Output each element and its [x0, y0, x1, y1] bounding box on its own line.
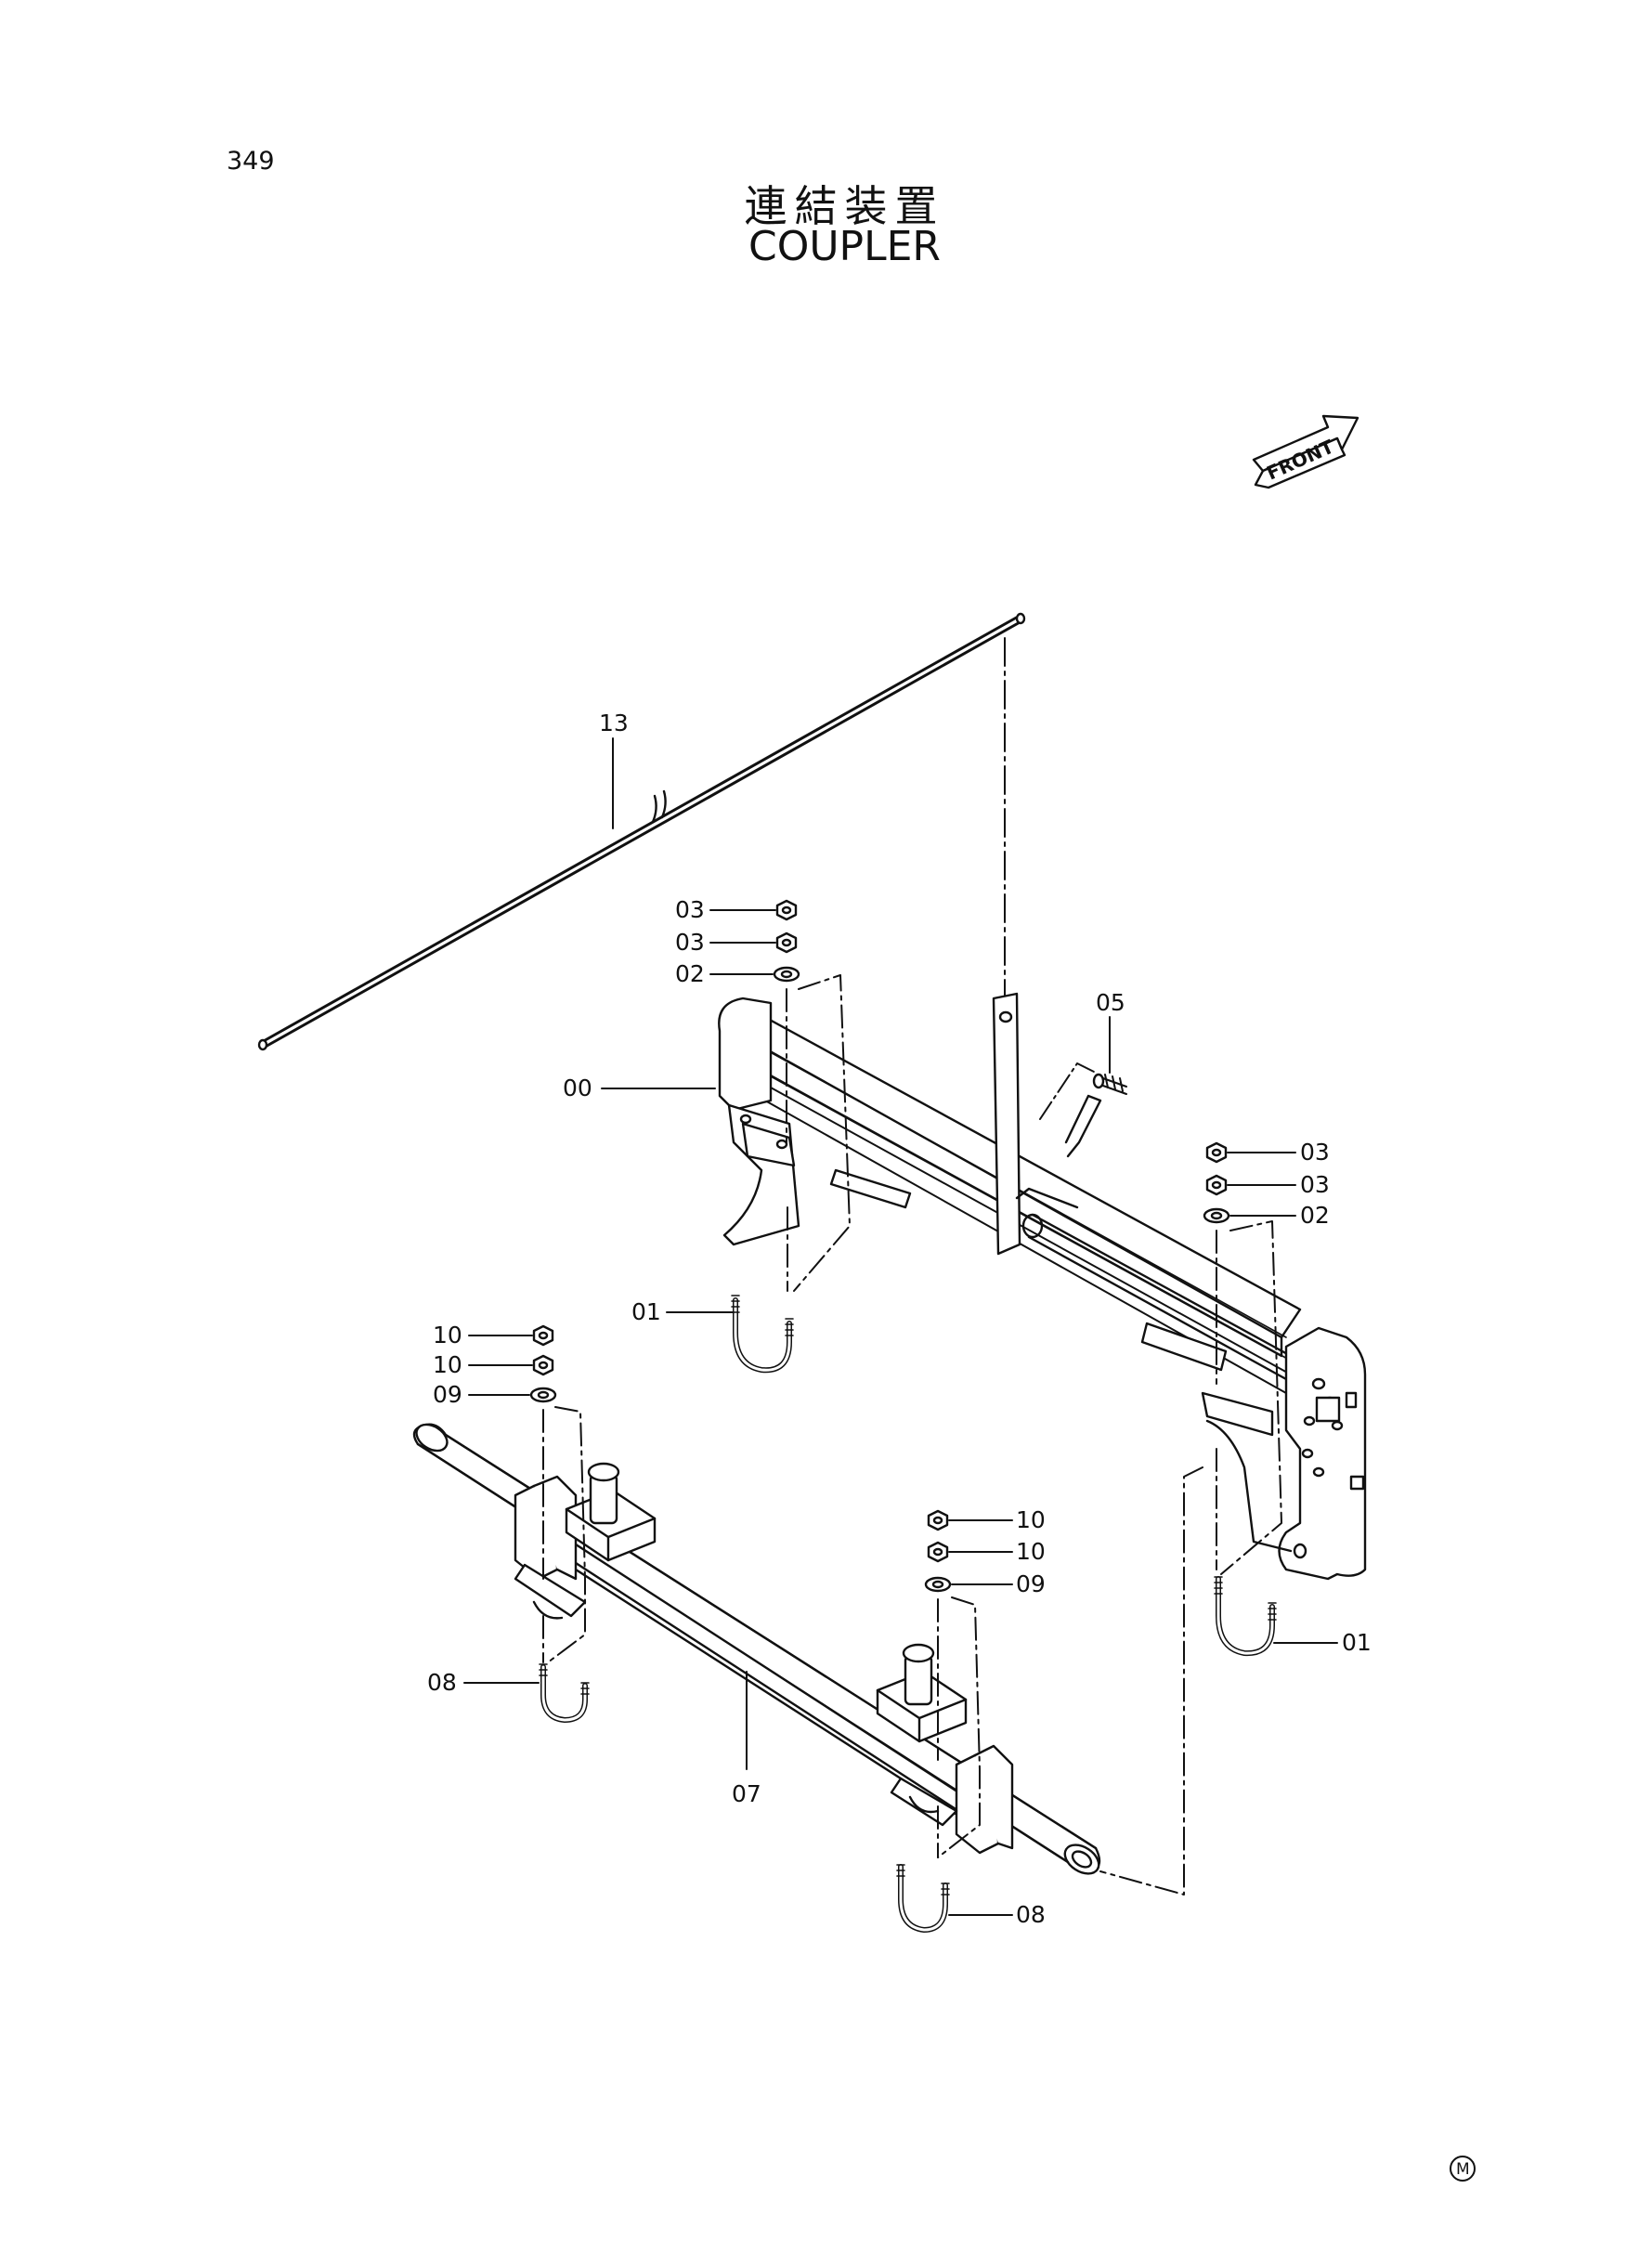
callout-03d: 03: [1300, 1171, 1330, 1198]
callout-09a: 09: [433, 1381, 462, 1408]
callout-08a: 08: [427, 1669, 457, 1696]
u-bolt-part-08-right: [896, 1864, 950, 1933]
lower-left-fasteners: [529, 1324, 557, 1403]
nut-icon: [532, 1324, 554, 1347]
callout-10d: 10: [1016, 1538, 1046, 1565]
callout-02b: 02: [1300, 1202, 1330, 1229]
page-number: 349: [227, 147, 275, 176]
maker-mark-icon: M: [1450, 2156, 1476, 2182]
screw-part-05: [1092, 1073, 1127, 1095]
callout-02a: 02: [675, 960, 705, 987]
upper-right-fasteners: [1203, 1141, 1230, 1224]
cross-tube-part-07: [412, 1423, 1101, 1875]
callout-03c: 03: [1300, 1139, 1330, 1166]
nut-icon: [775, 932, 798, 954]
callout-01b: 01: [1342, 1629, 1372, 1656]
u-bolt-part-01-upper: [731, 1295, 794, 1374]
callout-10b: 10: [433, 1351, 462, 1378]
callout-10c: 10: [1016, 1506, 1046, 1533]
callout-03a: 03: [675, 896, 705, 923]
callout-09b: 09: [1016, 1570, 1046, 1597]
callout-08b: 08: [1016, 1901, 1046, 1928]
callout-01a: 01: [631, 1298, 661, 1325]
rod-part-13: [257, 612, 1026, 1051]
callout-00: 00: [563, 1075, 592, 1101]
washer-icon: [529, 1387, 557, 1403]
lower-right-fasteners: [924, 1509, 952, 1593]
upper-left-fasteners: [773, 899, 800, 983]
callout-05: 05: [1096, 989, 1125, 1016]
u-bolt-part-08-left: [539, 1663, 590, 1723]
maker-mark: M: [1456, 2160, 1470, 2179]
nut-icon: [927, 1509, 949, 1531]
title-japanese: 連結装置: [744, 181, 945, 231]
callout-10a: 10: [433, 1322, 462, 1348]
nut-icon: [775, 899, 798, 921]
nut-icon: [1205, 1174, 1228, 1196]
washer-icon: [924, 1576, 952, 1593]
washer-icon: [773, 966, 800, 983]
nut-icon: [927, 1541, 949, 1563]
callout-13: 13: [599, 710, 629, 736]
title-english: COUPLER: [748, 223, 941, 270]
front-arrow-icon: FRONT: [1252, 414, 1359, 489]
callout-07: 07: [732, 1780, 761, 1807]
nut-icon: [532, 1354, 554, 1376]
nut-icon: [1205, 1141, 1228, 1164]
coupler-frame-part-00: [718, 992, 1367, 1581]
u-bolt-part-01-lower: [1214, 1576, 1277, 1657]
washer-icon: [1203, 1207, 1230, 1224]
callout-03b: 03: [675, 929, 705, 956]
